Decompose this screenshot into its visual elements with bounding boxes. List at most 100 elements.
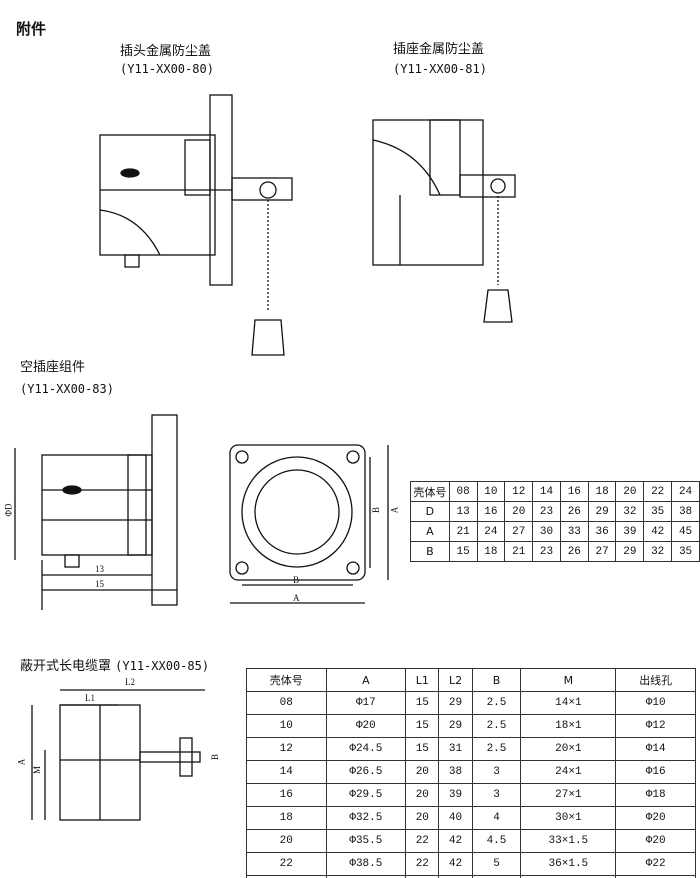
table-cell: 36	[587, 521, 617, 542]
table-cell: 14×1	[520, 691, 617, 715]
header-cell: B	[471, 668, 522, 692]
table-cell: 20	[504, 501, 534, 522]
table-cell: 18	[476, 541, 506, 562]
table-cell: Φ32.5	[325, 806, 407, 830]
table-cell: 15	[405, 737, 440, 761]
table-cell: 20	[246, 829, 327, 853]
cable-cover-title: 蔽开式长电缆罩 (Y11-XX00-85)	[20, 655, 209, 674]
table-cell: 2.5	[471, 691, 522, 715]
table-cell: 20	[405, 783, 440, 807]
header-cell: 出线孔	[615, 668, 696, 692]
table-cell: 12	[246, 737, 327, 761]
header-cell: A	[325, 668, 407, 692]
table-cell: Φ10	[615, 691, 696, 715]
table-cell: 40	[438, 806, 473, 830]
dim-m: M	[32, 765, 43, 775]
table-cell: 4	[471, 806, 522, 830]
empty-socket-drawing	[14, 414, 178, 610]
table-cell: 39	[615, 521, 645, 542]
table-cell: 32	[615, 501, 645, 522]
table-cell: 13	[448, 501, 478, 522]
table-cell: 35	[643, 501, 673, 522]
table-cell: 32	[643, 541, 673, 562]
table-cell: Φ20	[615, 829, 696, 853]
header-cell: L1	[405, 668, 440, 692]
dim-13: 13	[95, 564, 104, 574]
table-cell: 29	[587, 501, 617, 522]
table-cell: Φ24.5	[325, 737, 407, 761]
table-cell: 30×1	[520, 806, 617, 830]
table-cell: 15	[405, 691, 440, 715]
table-cell: 10	[246, 714, 327, 738]
table-cell: 27×1	[520, 783, 617, 807]
table-cell: 18×1	[520, 714, 617, 738]
empty-socket-code: (Y11-XX00-83)	[20, 382, 114, 396]
table-cell: 15	[405, 714, 440, 738]
cable-cover-code: (Y11-XX00-85)	[115, 659, 210, 673]
table-cell: 31	[438, 737, 473, 761]
table-cell: Φ20	[325, 714, 407, 738]
header-cell: 20	[615, 481, 645, 502]
dim-a-vertical: A	[389, 506, 400, 514]
table-cell: 22	[405, 852, 440, 876]
table-cell: 38	[438, 760, 473, 784]
table-cell: 14	[246, 760, 327, 784]
table-cell: 33×1.5	[520, 829, 617, 853]
dim-b-vertical: B	[371, 506, 382, 514]
header-cell: 22	[643, 481, 673, 502]
dim-b-horizontal: B	[293, 575, 300, 585]
table-cell: 33	[559, 521, 589, 542]
header-cell: L2	[438, 668, 473, 692]
table-cell: 23	[532, 501, 561, 522]
dim-d: ΦD	[3, 503, 14, 517]
table-cell: Φ12	[615, 714, 696, 738]
table-cell: 4.5	[471, 829, 522, 853]
table-cell: Φ20	[615, 806, 696, 830]
table-cell: 26	[559, 541, 589, 562]
header-cell: 16	[559, 481, 589, 502]
dim-a-horizontal: A	[293, 593, 300, 603]
cable-cover-drawing	[31, 689, 205, 821]
table-cell: 39×1.5	[520, 875, 617, 878]
table-cell: 39	[438, 783, 473, 807]
table-cell: 29	[615, 541, 645, 562]
table-cell: 29	[438, 714, 473, 738]
table-cell: 27	[587, 541, 617, 562]
table-cell: Φ35.5	[325, 829, 407, 853]
table-cell: 2.5	[471, 714, 522, 738]
plug-cover-title: 插头金属防尘盖	[120, 44, 212, 59]
table-cell: 36×1.5	[520, 852, 617, 876]
table-cell: D	[410, 501, 450, 522]
header-cell: 12	[504, 481, 534, 502]
table-cell: Φ14	[615, 737, 696, 761]
header-cell: 14	[532, 481, 561, 502]
header-cell: M	[520, 668, 617, 692]
table-cell: 26	[559, 501, 589, 522]
dim-15: 15	[95, 579, 104, 589]
table-cell: Φ38.5	[325, 852, 407, 876]
table-cell: 27	[504, 521, 534, 542]
table-cell: 21	[448, 521, 478, 542]
table-cell: 24	[476, 521, 506, 542]
dim-l2: L2	[125, 677, 135, 687]
table-cell: 2.5	[471, 737, 522, 761]
table-cell: A	[410, 521, 450, 542]
table-cell: 24×1	[520, 760, 617, 784]
table-cell: Φ16	[615, 760, 696, 784]
header-cell: 壳体号	[246, 668, 327, 692]
table-cell: 35	[671, 541, 700, 562]
table-cell: 5	[471, 852, 522, 876]
